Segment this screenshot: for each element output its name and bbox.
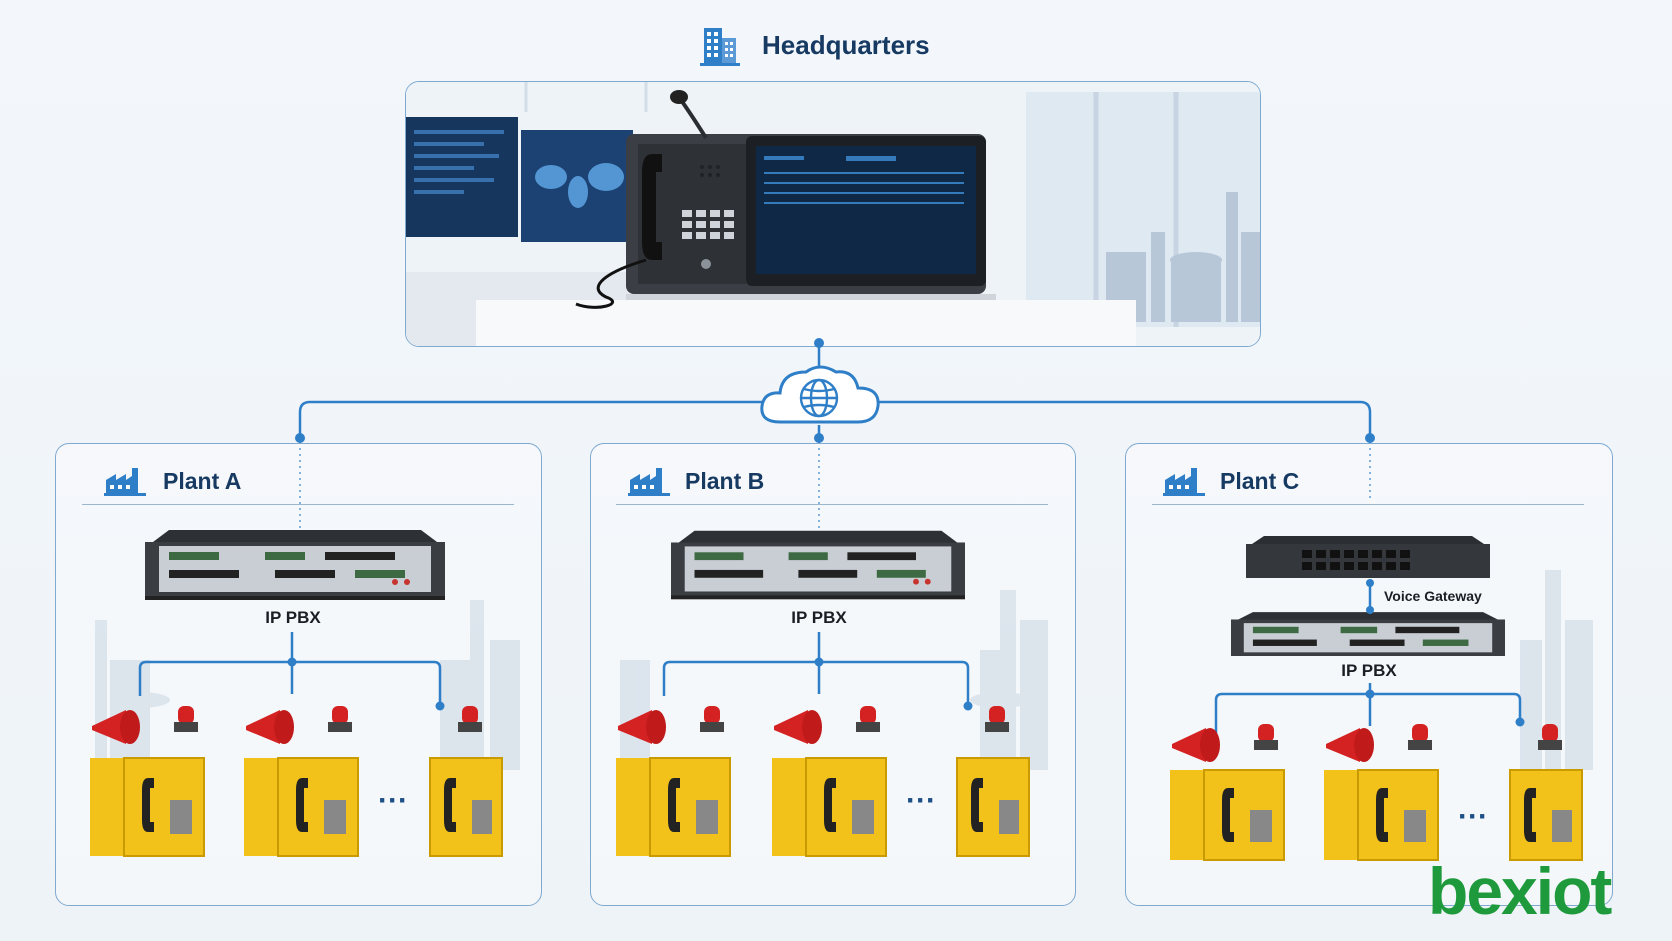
plant-b-ip-pbx-label: IP PBX [791, 608, 847, 627]
plant-a-divider [82, 504, 514, 505]
brand-logo: bexiot [1428, 854, 1612, 928]
plant-b-terminal-group-3 [956, 706, 1030, 857]
plant-a-ellipsis: ··· [378, 784, 408, 817]
plant-c-terminal-group-1 [1170, 724, 1285, 861]
plant-a-title: Plant A [163, 468, 242, 494]
plant-c-voice-gateway-device [1246, 536, 1490, 578]
plant-c-terminal-group-3 [1509, 724, 1583, 861]
plant-b-ip-pbx-device [671, 530, 965, 600]
plant-c-factory-icon [1163, 466, 1205, 501]
headquarters-control-room [405, 81, 1261, 347]
plant-b-ellipsis: ··· [906, 784, 936, 817]
plant-c-divider [1152, 504, 1584, 505]
plant-a-factory-icon [104, 466, 146, 501]
plant-b-divider [616, 504, 1048, 505]
plant-a-ip-pbx-label: IP PBX [265, 608, 321, 627]
plant-b-terminal-group-2 [772, 706, 887, 857]
plant-b-title: Plant B [685, 468, 765, 494]
plant-b-factory-icon [628, 466, 670, 501]
plant-c-ip-pbx-device [1231, 612, 1505, 657]
globe-icon [797, 376, 841, 425]
plant-c-ellipsis: ··· [1458, 800, 1488, 833]
plant-c-terminal-group-2 [1324, 724, 1439, 861]
plant-a-ip-pbx-device [145, 530, 445, 600]
plant-b-terminal-group-1 [616, 706, 731, 857]
plant-a-terminal-group-2 [244, 706, 359, 857]
cloud-icon [758, 362, 882, 433]
plant-c-ip-pbx-label: IP PBX [1341, 661, 1397, 680]
plant-a-terminal-group-1 [90, 706, 205, 857]
headquarters-title: Headquarters [762, 30, 930, 60]
plant-c-voice-gateway-label: Voice Gateway [1384, 588, 1482, 604]
plant-a-terminal-group-3 [429, 706, 503, 857]
headquarters-building-icon [700, 24, 740, 71]
plant-c-title: Plant C [1220, 468, 1300, 494]
